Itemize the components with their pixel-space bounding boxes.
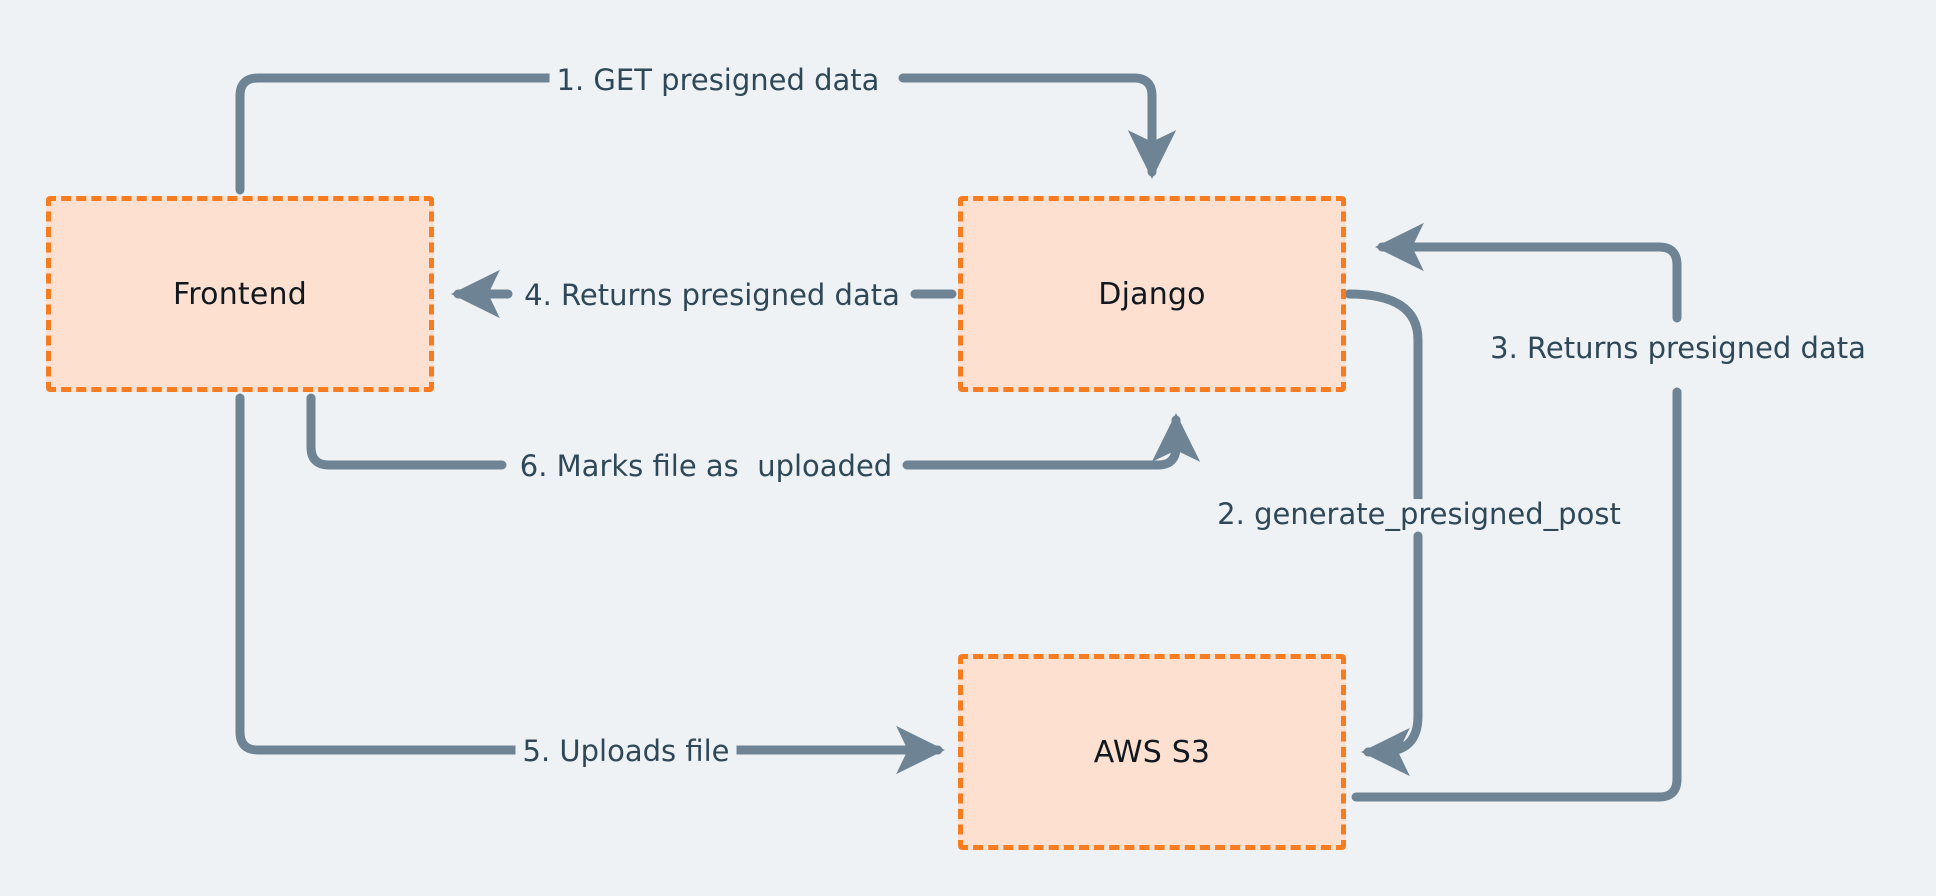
node-django-label: Django <box>1098 276 1206 312</box>
edge-2-path-b <box>1361 531 1423 777</box>
edge-1-label: 1. GET presigned data <box>549 64 887 97</box>
node-django[interactable]: Django <box>958 196 1346 392</box>
edge-5-label: 5. Uploads file <box>515 735 737 768</box>
edge-5-path <box>235 393 523 755</box>
edge-6-path-b <box>902 413 1201 470</box>
edge-2-label: 2. generate_presigned_post <box>1210 498 1628 531</box>
edge-2-path <box>1344 289 1423 505</box>
edge-3-path <box>1351 387 1682 802</box>
node-frontend[interactable]: Frontend <box>46 196 434 392</box>
edge-3-label: 3. Returns presigned data <box>1483 332 1873 365</box>
edge-1-path-b <box>898 73 1177 179</box>
edge-1-path <box>235 73 563 195</box>
node-frontend-label: Frontend <box>173 276 307 312</box>
edge-6-path <box>306 393 507 470</box>
node-aws-s3-label: AWS S3 <box>1093 734 1211 770</box>
edge-4-label: 4. Returns presigned data <box>517 279 907 312</box>
edge-6-label: 6. Marks file as uploaded <box>512 450 900 483</box>
edge-3-path-b <box>1375 222 1682 323</box>
node-aws-s3[interactable]: AWS S3 <box>958 654 1346 850</box>
